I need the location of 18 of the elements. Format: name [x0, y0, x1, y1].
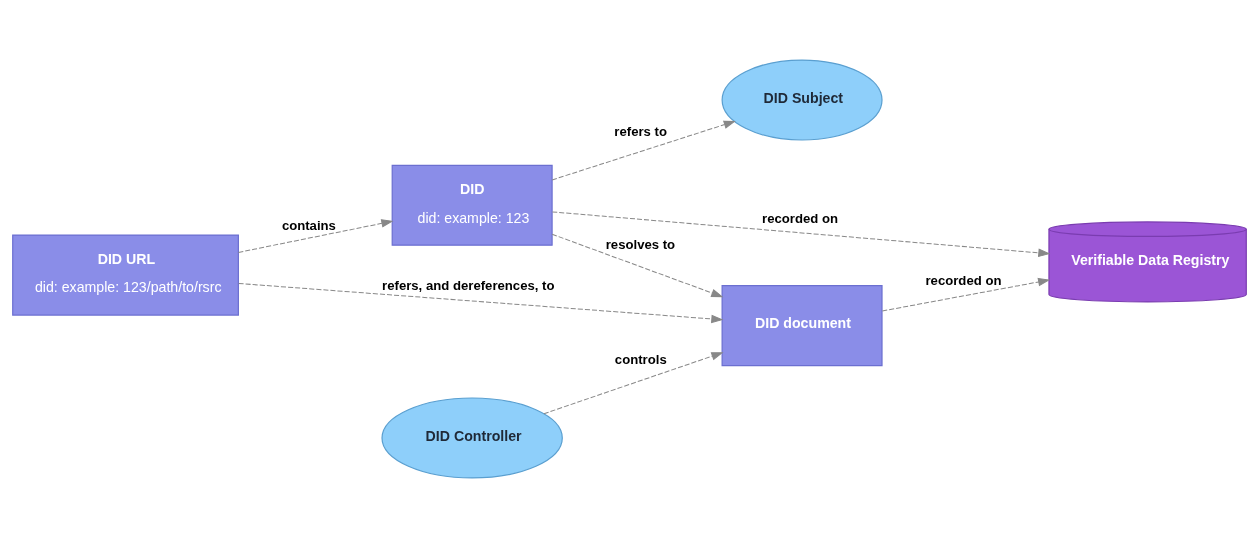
- arrow: [881, 277, 1051, 311]
- arrow: [551, 233, 724, 297]
- edge-label: refers, and dereferences, to: [382, 277, 555, 293]
- arrow: [551, 210, 1051, 257]
- node-box: DID did: example: 123: [391, 164, 553, 246]
- node-box: DID URL did: example: 123/path/to/rsrc: [12, 234, 239, 316]
- arrow: [237, 218, 394, 253]
- edge-label: controls: [614, 351, 667, 367]
- arrow: [543, 351, 724, 414]
- node-box: DID document: [721, 284, 883, 366]
- edge-label: refers to: [614, 123, 667, 139]
- edge-label: recorded on: [925, 272, 1002, 288]
- edge-label: contains: [281, 217, 336, 233]
- node-ellipse: DID Controller: [381, 396, 563, 479]
- arrow: [551, 120, 736, 180]
- edge-label: recorded on: [762, 210, 839, 226]
- edge-label: resolves to: [605, 236, 676, 252]
- arrow: [238, 282, 724, 323]
